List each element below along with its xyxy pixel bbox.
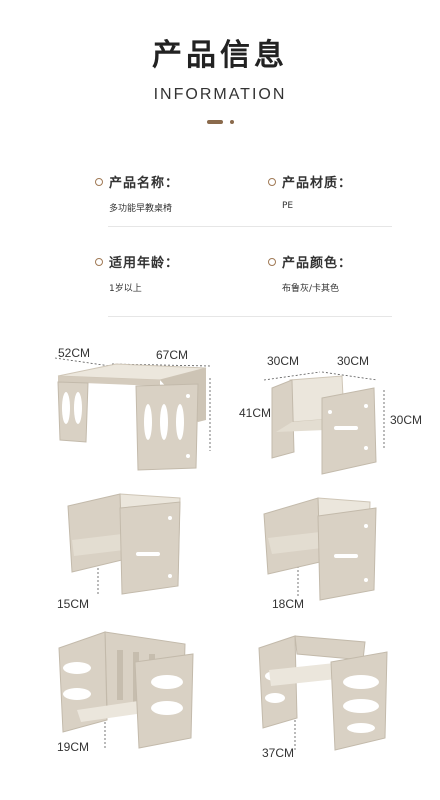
ring-icon xyxy=(268,257,276,266)
product-age-value: 1岁以上 xyxy=(109,284,142,294)
info-product-color: 产品颜色： 布鲁灰/卡其色 xyxy=(268,252,440,294)
chair-height-label: 30CM xyxy=(390,413,423,427)
product-color-label: 产品颜色： xyxy=(282,256,353,271)
page-subtitle: INFORMATION xyxy=(153,86,287,103)
product-material-value: PE xyxy=(282,201,294,211)
seat-height-18-label: 18CM xyxy=(272,597,305,611)
info-product-name: 产品名称： 多功能早教桌椅 xyxy=(95,172,295,214)
info-row-1: 产品名称： 多功能早教桌椅 产品材质： PE xyxy=(0,172,440,232)
table-illustration xyxy=(54,357,211,471)
ring-icon xyxy=(95,177,103,186)
decoration-bar xyxy=(207,120,223,124)
product-name-value: 多功能早教桌椅 xyxy=(109,204,173,214)
product-material-label: 产品材质： xyxy=(282,176,353,191)
table-depth-label: 52CM xyxy=(58,346,91,360)
info-product-material: 产品材质： PE xyxy=(268,172,440,211)
seat-height-15-label: 15CM xyxy=(57,597,90,611)
seat-mode-15-illustration xyxy=(67,493,181,595)
chair-width-label: 30CM xyxy=(337,354,370,368)
chair-illustration xyxy=(263,371,385,475)
ring-icon xyxy=(268,177,276,186)
product-age-label: 适用年龄： xyxy=(109,256,180,271)
seat-height-19-label: 19CM xyxy=(57,740,90,754)
info-row-2: 适用年龄： 1岁以上 产品颜色： 布鲁灰/卡其色 xyxy=(0,252,440,312)
seat-mode-19-illustration xyxy=(58,631,194,749)
info-product-age: 适用年龄： 1岁以上 xyxy=(95,252,295,294)
title-decoration xyxy=(207,120,237,124)
table-width-label: 67CM xyxy=(156,348,189,362)
seat-height-37-label: 37CM xyxy=(262,746,295,760)
decoration-dot xyxy=(230,120,234,124)
ring-icon xyxy=(95,257,103,266)
seat-mode-18-illustration xyxy=(263,497,377,601)
product-name-label: 产品名称： xyxy=(109,176,180,191)
table-height-label: 41CM xyxy=(239,406,272,420)
seat-mode-37-illustration xyxy=(258,635,388,751)
divider xyxy=(108,316,392,317)
product-color-value: 布鲁灰/卡其色 xyxy=(282,284,340,294)
chair-depth-label: 30CM xyxy=(267,354,300,368)
divider xyxy=(108,226,392,227)
page-title: 产品信息 xyxy=(152,38,288,73)
